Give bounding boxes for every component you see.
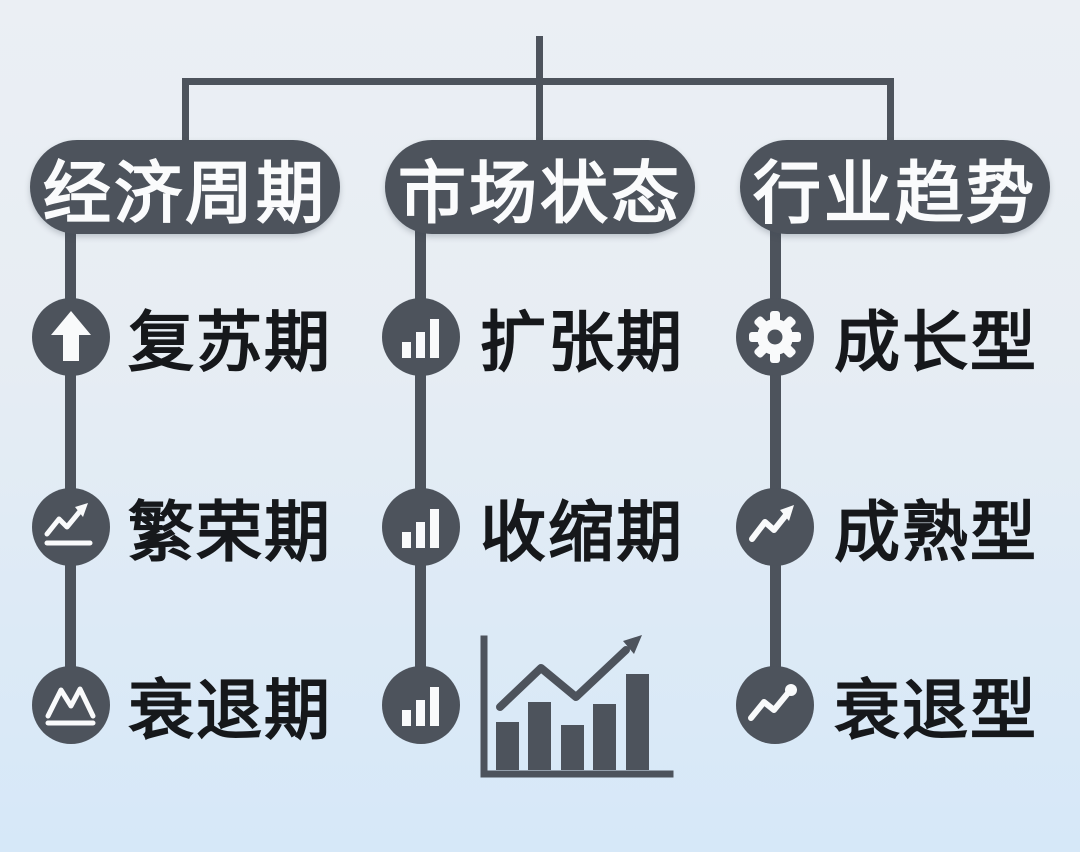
trend-up-underline-icon: [44, 503, 93, 546]
node-circle-recession: [32, 666, 110, 744]
bar-chart-icon: [402, 509, 439, 548]
connector-top-stub: [536, 36, 543, 84]
node-label-growth: 成长型: [834, 305, 1038, 379]
node-circle-prosperity: [32, 488, 110, 566]
node-circle-market-bottom: [382, 666, 460, 744]
node-circle-growth: [736, 298, 814, 376]
branch-pill-label: 行业趋势: [752, 155, 1037, 232]
connector-horizontal-bar: [182, 78, 894, 85]
column-stem-industry-trend: [770, 228, 781, 705]
mountain-underline-icon: [45, 686, 96, 726]
connector-drop-market-state: [536, 82, 543, 144]
node-label-recession: 衰退期: [128, 673, 332, 747]
branch-pill-label: 市场状态: [397, 155, 682, 232]
column-stem-market-state: [415, 228, 426, 705]
node-label-decline: 衰退型: [834, 673, 1038, 747]
branch-pill-market-state: 市场状态: [385, 140, 695, 234]
chart-trend-arrowhead: [623, 635, 642, 654]
trend-dot-icon: [748, 684, 797, 721]
column-stem-economic-cycle: [65, 228, 76, 705]
node-circle-recovery: [32, 298, 110, 376]
node-circle-mature: [736, 488, 814, 566]
branch-pill-economic-cycle: 经济周期: [30, 140, 340, 234]
arrow-up-icon: [51, 311, 91, 361]
branch-pill-label: 经济周期: [42, 155, 327, 232]
connector-drop-industry-trend: [887, 78, 894, 144]
node-label-prosperity: 繁荣期: [128, 495, 332, 569]
bar-chart-icon: [402, 319, 439, 358]
node-label-mature: 成熟型: [834, 495, 1038, 569]
node-label-contraction: 收缩期: [480, 495, 684, 569]
trend-up-arrow-icon: [749, 505, 794, 542]
chart-trend-line: [496, 646, 630, 711]
connector-drop-economic-cycle: [182, 78, 189, 144]
node-label-expansion: 扩张期: [480, 305, 684, 379]
node-circle-expansion: [382, 298, 460, 376]
chart-axes: [480, 635, 674, 778]
node-circle-decline: [736, 666, 814, 744]
gear-icon: [749, 311, 801, 363]
bar-chart-with-trend-arrow-illustration: [480, 635, 674, 778]
branch-pill-industry-trend: 行业趋势: [740, 140, 1050, 234]
chart-bars: [496, 674, 649, 770]
bar-chart-icon: [402, 687, 439, 726]
node-label-recovery: 复苏期: [128, 305, 332, 379]
node-circle-contraction: [382, 488, 460, 566]
